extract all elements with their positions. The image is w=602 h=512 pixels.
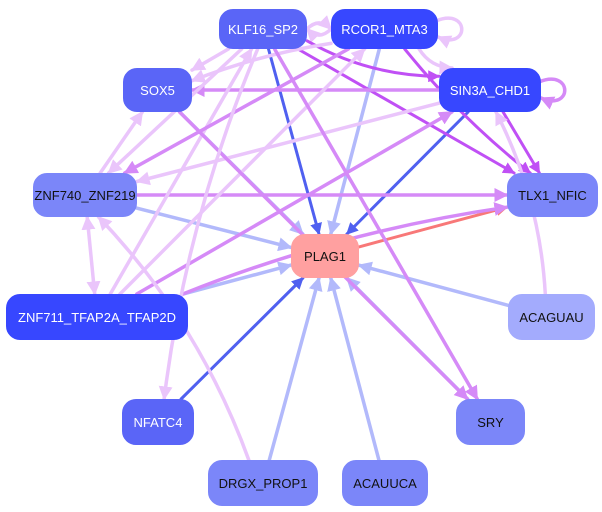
edge-rcor1-mta3-to-plag1 [327, 47, 382, 236]
edge-rcor1-mta3-to-tlx1-nfic [403, 47, 532, 175]
edge-klf16-sp2-to-sry [272, 47, 479, 401]
node-label: ACAGUAU [519, 309, 584, 325]
edge-acauuca-to-plag1 [327, 276, 381, 462]
edge-klf16-sp2-to-sox5 [190, 47, 231, 72]
node-sin3a-chd1[interactable]: SIN3A_CHD1 [439, 68, 541, 112]
node-nfatc4[interactable]: NFATC4 [122, 399, 194, 445]
node-label: SIN3A_CHD1 [449, 82, 531, 98]
node-label: DRGX_PROP1 [218, 475, 308, 491]
edge-znf711-tfap2a-tfap2d-to-znf740-znf219 [81, 215, 101, 296]
edge-rcor1-mta3-to-sox5 [190, 41, 333, 83]
edge-sin3a-chd1-to-sin3a-chd1 [537, 77, 567, 110]
node-rcor1-mta3[interactable]: RCOR1_MTA3 [331, 9, 438, 49]
edge-znf740-znf219-to-sox5 [98, 110, 145, 175]
node-label: SOX5 [140, 82, 175, 98]
edge-acaguau-to-plag1 [357, 261, 510, 308]
node-klf16-sp2[interactable]: KLF16_SP2 [219, 9, 307, 49]
node-label: TLX1_NFIC [518, 187, 587, 203]
node-sry[interactable]: SRY [456, 399, 525, 445]
node-acaguau[interactable]: ACAGUAU [508, 294, 595, 340]
node-acauuca[interactable]: ACAUUCA [342, 460, 428, 506]
edge-znf711-tfap2a-tfap2d-to-plag1 [181, 261, 293, 296]
node-drgx-prop1[interactable]: DRGX_PROP1 [208, 460, 318, 506]
edge-rcor1-mta3-to-znf740-znf219 [122, 47, 351, 175]
edge-sin3a-chd1-to-znf740-znf219 [135, 101, 441, 186]
node-label: ZNF711_TFAP2A_TFAP2D [18, 309, 176, 325]
edge-nfatc4-to-plag1 [179, 276, 305, 401]
node-label: ZNF740_ZNF219 [34, 187, 136, 203]
node-znf711-tfap2a-tfap2d[interactable]: ZNF711_TFAP2A_TFAP2D [6, 294, 188, 340]
node-znf740-znf219[interactable]: ZNF740_ZNF219 [33, 173, 137, 217]
node-label: ACAUUCA [353, 475, 417, 491]
edge-znf711-tfap2a-tfap2d-to-rcor1-mta3 [118, 47, 367, 296]
node-label: SRY [477, 414, 504, 430]
edge-rcor1-mta3-to-rcor1-mta3 [434, 16, 464, 49]
edge-rcor1-mta3-to-klf16-sp2 [305, 27, 333, 43]
node-label: KLF16_SP2 [227, 21, 299, 37]
node-plag1[interactable]: PLAG1 [291, 234, 359, 278]
edge-klf16-sp2-to-rcor1-mta3 [305, 15, 333, 31]
edge-sin3a-chd1-to-plag1 [345, 110, 470, 236]
edge-drgx-prop1-to-plag1 [267, 276, 323, 462]
edge-znf740-znf219-to-plag1 [135, 206, 293, 252]
edge-klf16-sp2-to-sin3a-chd1 [305, 39, 441, 83]
edge-rcor1-mta3-to-sin3a-chd1 [417, 47, 454, 75]
node-tlx1-nfic[interactable]: TLX1_NFIC [507, 173, 598, 217]
edge-plag1-to-tlx1-nfic [357, 204, 509, 249]
edge-klf16-sp2-to-nfatc4 [158, 47, 260, 401]
node-label: NFATC4 [133, 414, 183, 430]
node-sox5[interactable]: SOX5 [123, 68, 192, 112]
node-label: PLAG1 [304, 248, 346, 264]
node-label: RCOR1_MTA3 [341, 21, 428, 37]
edge-znf711-tfap2a-tfap2d-to-sin3a-chd1 [135, 110, 454, 296]
